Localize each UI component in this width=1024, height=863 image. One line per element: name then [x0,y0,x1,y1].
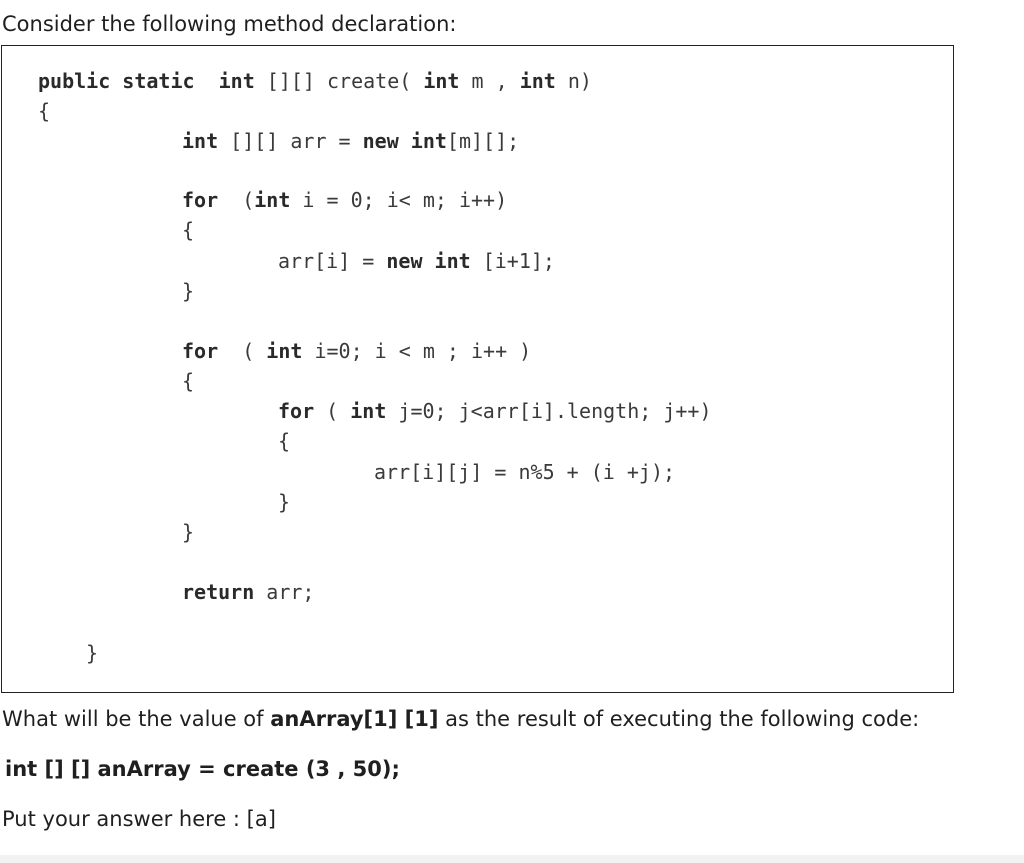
call-statement: int [] [] anArray = create (3 , 50); [5,757,400,781]
footer-divider [0,855,1024,863]
code-line-open-brace: { [38,99,51,123]
code-line-array-decl: int [][] arr = new int[m][]; [182,129,520,153]
code-line-for-3-close: } [278,490,291,514]
code-line-close-brace: } [86,641,99,665]
code-line-for-3-open: { [278,429,291,453]
code-line-assign: arr[i][j] = n%5 + (i +j); [374,460,676,484]
intro-text: Consider the following method declaratio… [2,12,457,36]
code-block: public static int [][] create( int m , i… [1,45,954,693]
code-line-for-1-open: { [182,218,195,242]
code-line-for-2: for ( int i=0; i < m ; i++ ) [182,339,532,363]
code-line-for-1-close: } [182,279,195,303]
question-text: What will be the value of anArray[1] [1]… [2,707,920,731]
code-line-for-1: for (int i = 0; i< m; i++) [182,188,508,212]
code-line-signature: public static int [][] create( int m , i… [38,69,592,93]
question-target: anArray[1] [1] [270,707,439,731]
code-line-for-2-close: } [182,520,195,544]
code-line-for-2-open: { [182,369,195,393]
code-line-row-alloc: arr[i] = new int [i+1]; [278,249,555,273]
answer-prompt: Put your answer here : [a] [2,807,276,831]
code-line-for-3: for ( int j=0; j<arr[i].length; j++) [278,399,712,423]
code-line-return: return arr; [182,580,315,604]
